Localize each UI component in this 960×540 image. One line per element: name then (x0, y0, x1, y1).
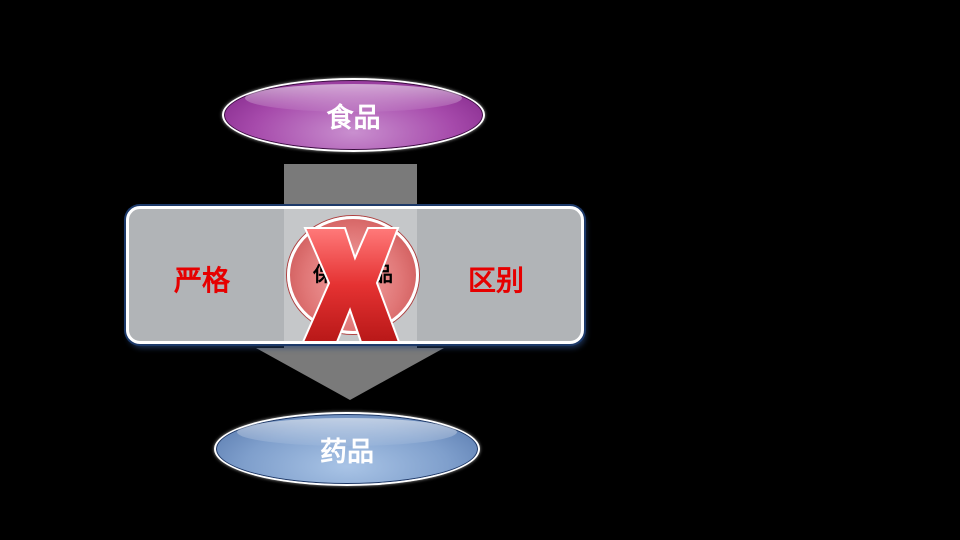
bottom-node-label: 药品 (320, 436, 374, 468)
top-node-label: 食品 (326, 102, 381, 134)
band-left-label: 严格 (174, 264, 231, 297)
band-right-label: 区别 (468, 264, 525, 297)
bottom-node-medicine: 药品 (214, 412, 480, 486)
cross-x-icon (301, 227, 401, 343)
